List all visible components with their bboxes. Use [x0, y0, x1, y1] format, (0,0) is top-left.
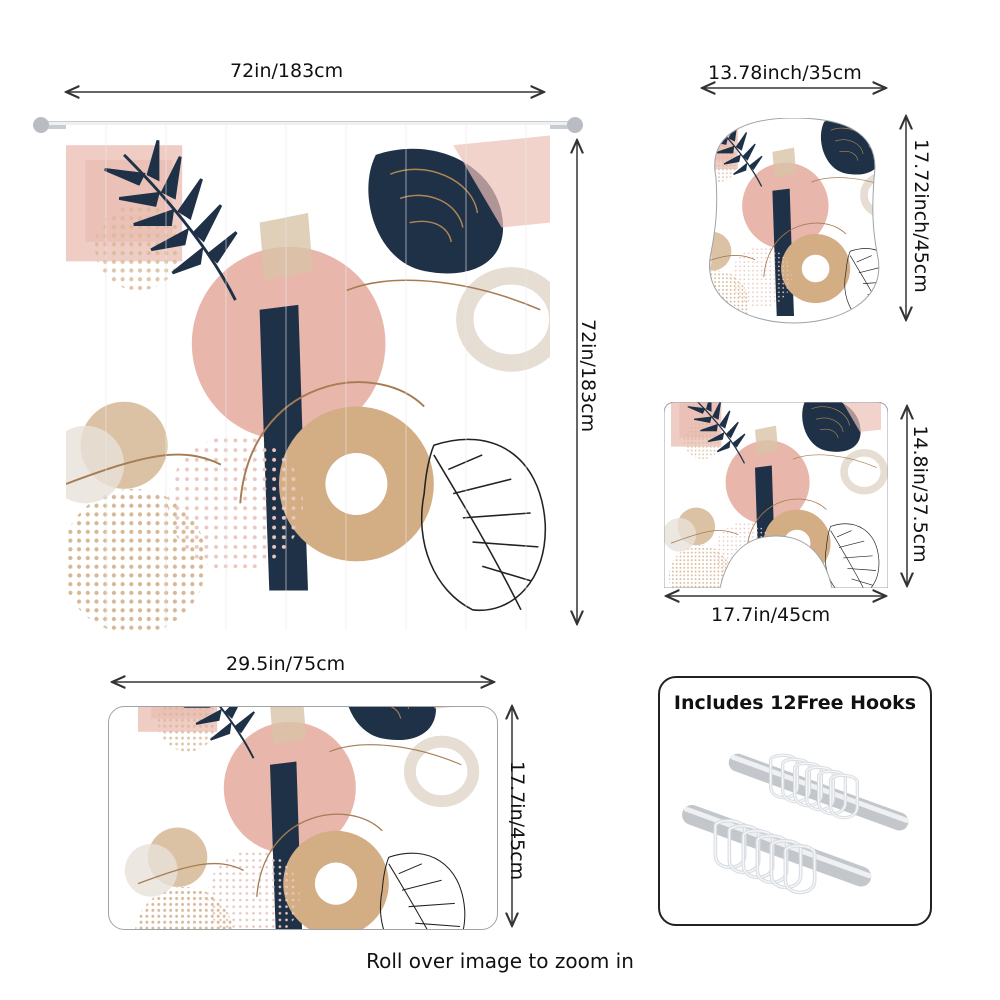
lid-width-label: 13.78inch/35cm: [708, 62, 862, 84]
bath-mat-width-label: 29.5in/75cm: [226, 653, 346, 675]
lid-height-label: 17.72inch/45cm: [910, 139, 932, 293]
hooks-rod-illustration: [682, 753, 910, 895]
zoom-caption: Roll over image to zoom in: [366, 949, 634, 973]
bath-mat-height-label: 17.7in/45cm: [506, 761, 528, 881]
curtain-height-label: 72in/183cm: [577, 319, 599, 433]
contour-height-label: 14.8in/37.5cm: [909, 425, 931, 563]
contour-width-label: 17.7in/45cm: [711, 604, 831, 626]
shower-curtain: [66, 125, 550, 630]
hooks-title: Includes 12Free Hooks: [673, 692, 917, 714]
hooks-info-box: Includes 12Free Hooks: [658, 676, 932, 926]
curtain-width-label: 72in/183cm: [230, 60, 344, 82]
